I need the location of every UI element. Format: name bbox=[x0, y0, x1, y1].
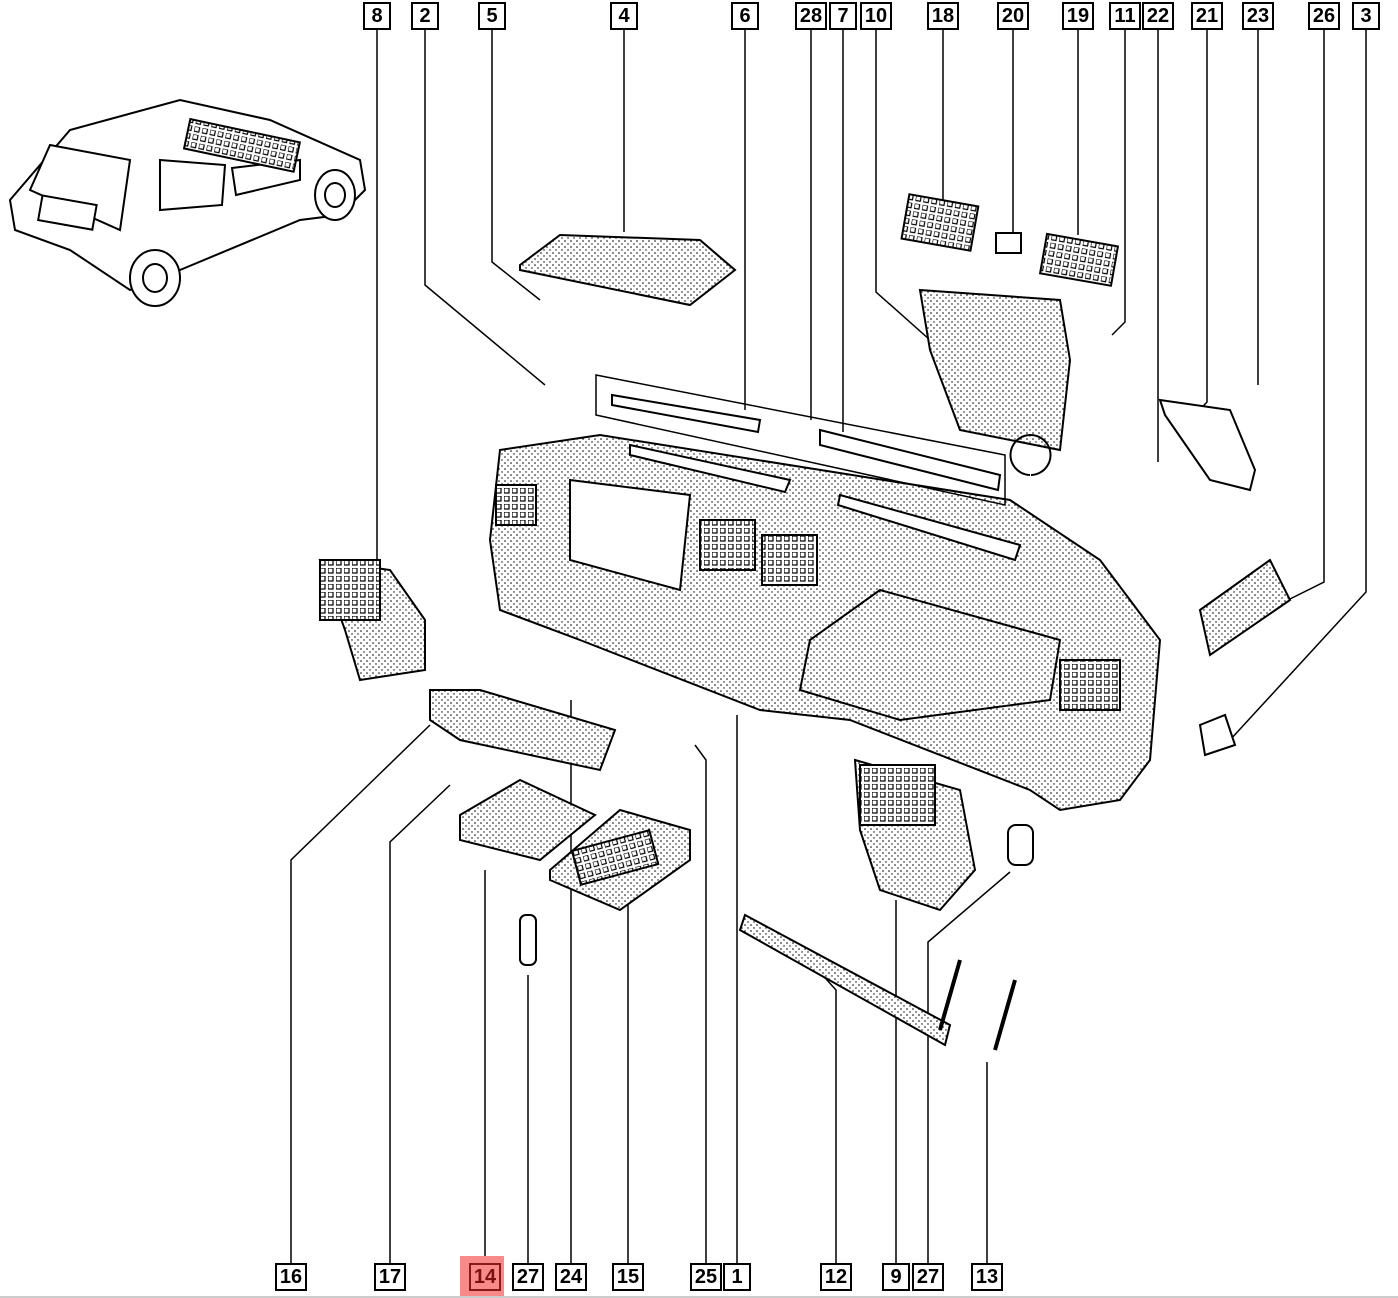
leader-line-2 bbox=[424, 30, 546, 386]
part-callout-27[interactable]: 27 bbox=[912, 1263, 944, 1291]
leader-line-17 bbox=[389, 784, 451, 1263]
part-callout-12[interactable]: 12 bbox=[820, 1263, 852, 1291]
part-callout-3[interactable]: 3 bbox=[1352, 2, 1380, 30]
part-callout-6[interactable]: 6 bbox=[731, 2, 759, 30]
part-callout-20[interactable]: 20 bbox=[997, 2, 1029, 30]
part-callout-22[interactable]: 22 bbox=[1142, 2, 1174, 30]
leader-line-27 bbox=[927, 871, 1011, 1263]
part-callout-13[interactable]: 13 bbox=[971, 1263, 1003, 1291]
part-callout-16[interactable]: 16 bbox=[275, 1263, 307, 1291]
leader-line-5 bbox=[491, 30, 541, 301]
part-callout-14[interactable]: 14 bbox=[469, 1263, 501, 1291]
part-callout-21[interactable]: 21 bbox=[1191, 2, 1223, 30]
part-callout-23[interactable]: 23 bbox=[1242, 2, 1274, 30]
part-callout-26[interactable]: 26 bbox=[1308, 2, 1340, 30]
leader-line-11 bbox=[1111, 30, 1126, 336]
part-callout-8[interactable]: 8 bbox=[363, 2, 391, 30]
part-callout-28[interactable]: 28 bbox=[795, 2, 827, 30]
part-callout-9[interactable]: 9 bbox=[882, 1263, 910, 1291]
car-thumbnail bbox=[8, 98, 367, 307]
part-callout-7[interactable]: 7 bbox=[829, 2, 857, 30]
part-callout-24[interactable]: 24 bbox=[555, 1263, 587, 1291]
part-callout-15[interactable]: 15 bbox=[612, 1263, 644, 1291]
leader-line-10 bbox=[875, 30, 931, 341]
part-callout-2[interactable]: 2 bbox=[411, 2, 439, 30]
leader-line-16 bbox=[290, 724, 431, 1263]
bottom-divider bbox=[0, 1296, 1398, 1298]
leader-line-21 bbox=[1189, 30, 1208, 421]
leader-line-25 bbox=[694, 744, 707, 1263]
part-callout-27[interactable]: 27 bbox=[512, 1263, 544, 1291]
part-callout-18[interactable]: 18 bbox=[927, 2, 959, 30]
leader-line-26 bbox=[1287, 30, 1325, 601]
part-callout-1[interactable]: 1 bbox=[723, 1263, 751, 1291]
part-callout-17[interactable]: 17 bbox=[374, 1263, 406, 1291]
part-callout-11[interactable]: 11 bbox=[1109, 2, 1141, 30]
leader-line-3 bbox=[1229, 30, 1367, 741]
part-callout-5[interactable]: 5 bbox=[478, 2, 506, 30]
part-callout-4[interactable]: 4 bbox=[610, 2, 638, 30]
part-callout-19[interactable]: 19 bbox=[1062, 2, 1094, 30]
dashboard-panel bbox=[488, 433, 1162, 812]
small-parts bbox=[318, 193, 1292, 1051]
part-callout-10[interactable]: 10 bbox=[860, 2, 892, 30]
leader-line-12 bbox=[799, 949, 837, 1263]
part-callout-25[interactable]: 25 bbox=[690, 1263, 722, 1291]
